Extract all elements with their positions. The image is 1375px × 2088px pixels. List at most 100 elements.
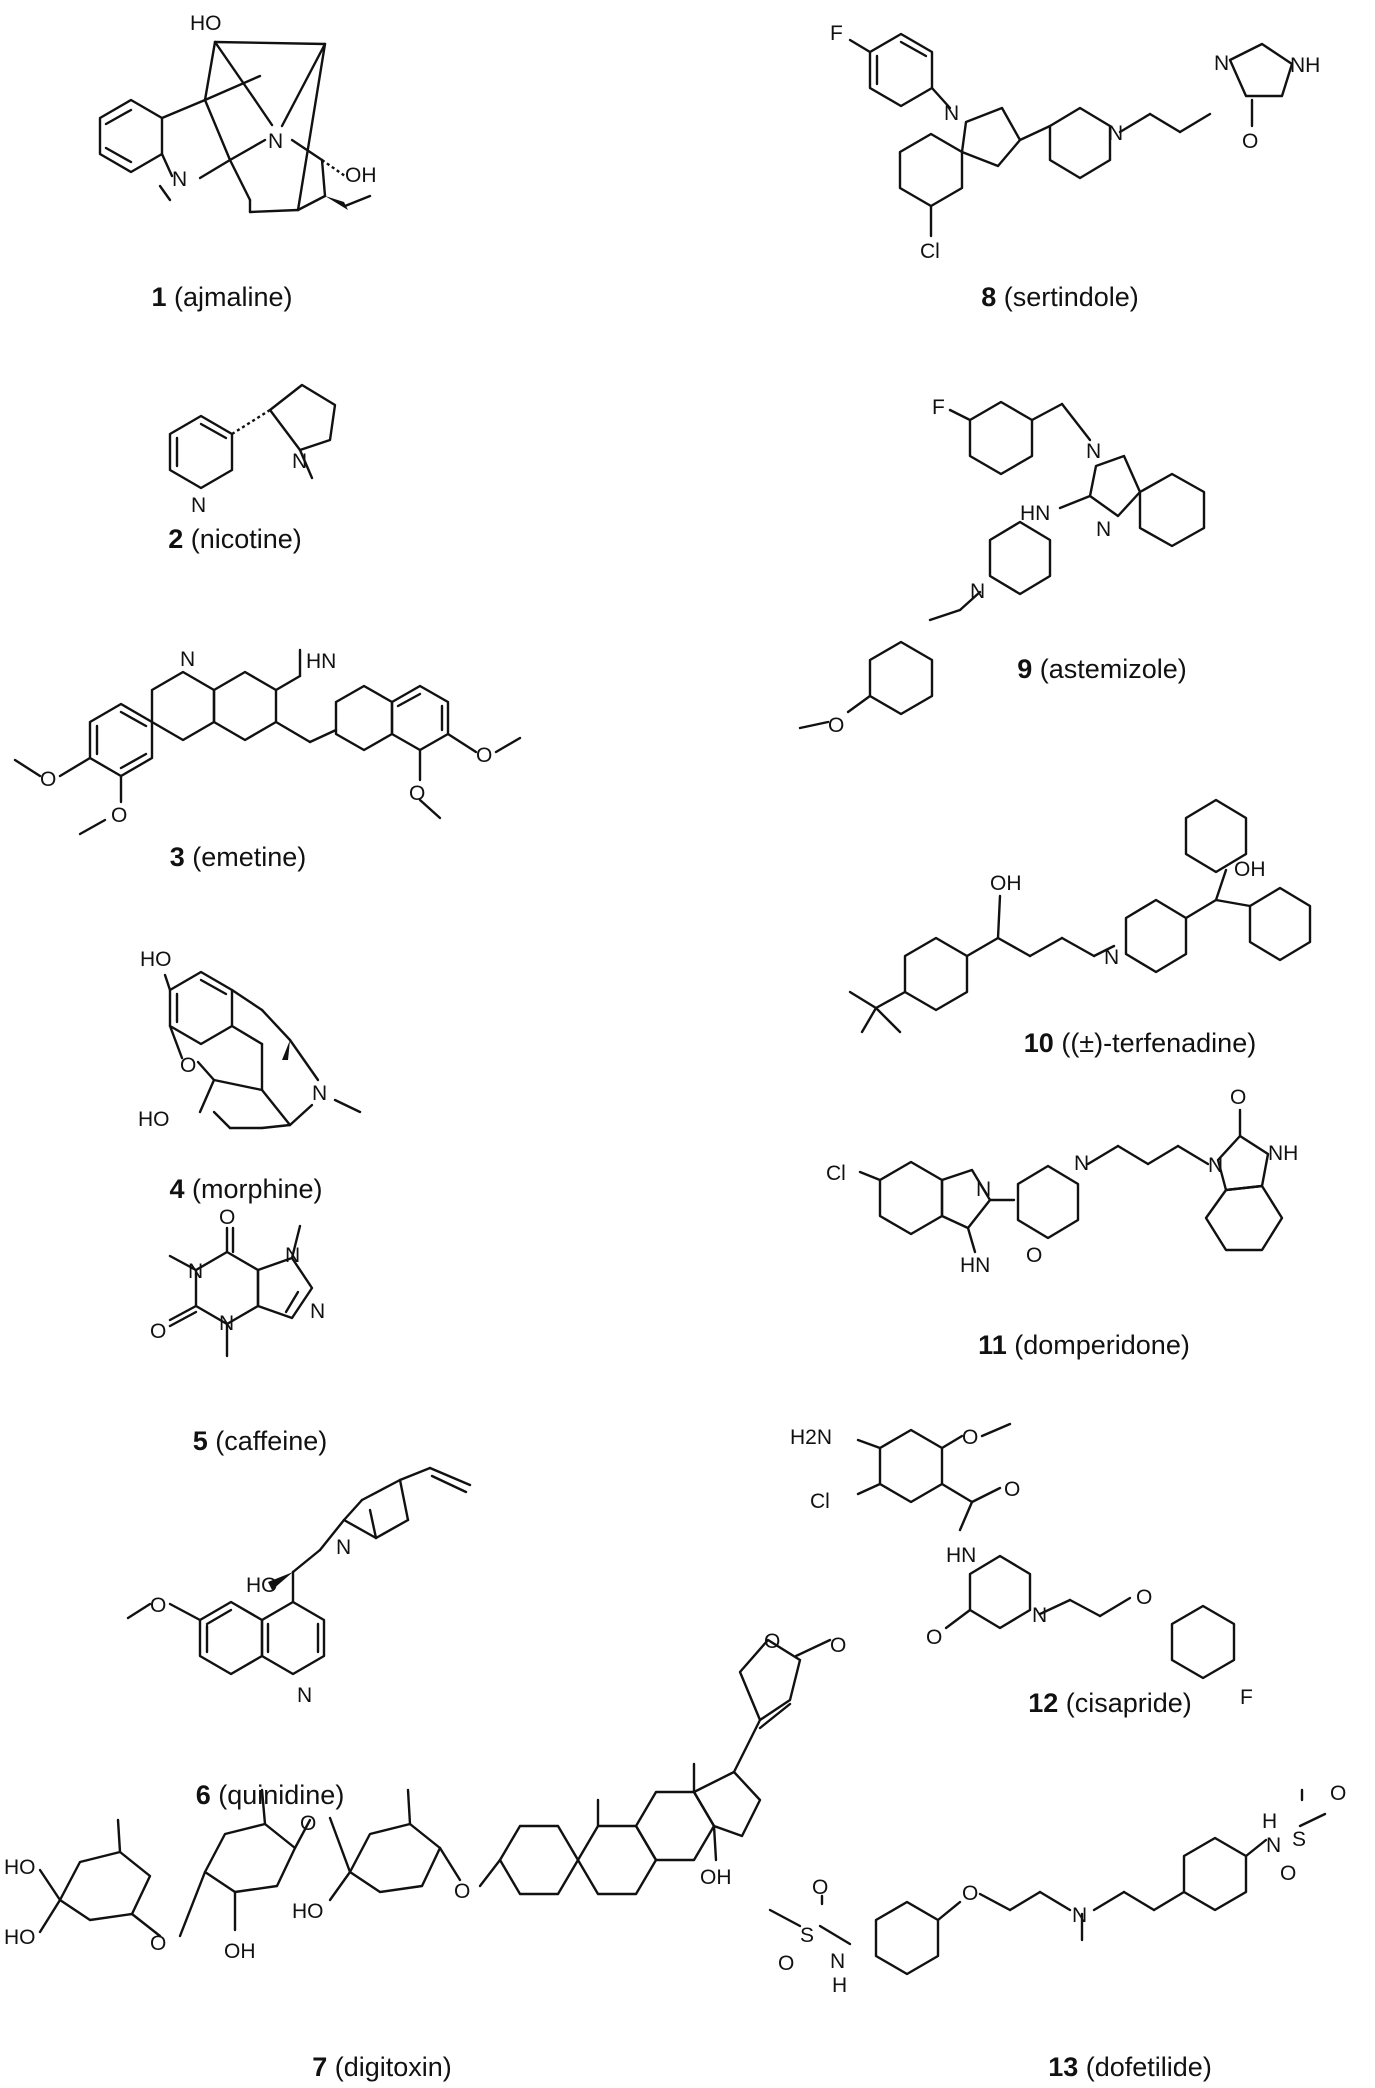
atom-n: N [292,450,307,473]
atom-o: O [300,1812,316,1835]
atom-ho: HO [190,12,222,35]
atom-oh: OH [224,1940,256,1963]
atom-ho: HO [4,1856,36,1879]
atom-f: F [830,22,843,45]
atom-ho: HO [246,1574,278,1597]
atom-o: O [454,1880,470,1903]
atom-n: N [285,1244,300,1267]
atom-n: N [172,168,187,191]
caption-terfenadine: 10 ((±)-terfenadine) [1024,1028,1256,1058]
atom-o: O [778,1952,794,1975]
atom-ho: HO [138,1108,170,1131]
atom-n: N [336,1536,351,1559]
atom-oh: OH [700,1866,732,1889]
atom-o: O [219,1206,235,1229]
atom-hn: HN [1020,502,1050,525]
structure-emetine: N HN O O O O [13,648,522,836]
caption-emetine: 3 (emetine) [170,842,307,872]
atom-o: O [830,1634,846,1657]
atom-o: O [764,1630,780,1653]
atom-cl: Cl [810,1490,830,1513]
atom-n: N [268,130,283,153]
atom-n: N [297,1684,312,1707]
atom-oh: OH [1234,858,1266,881]
atom-cl: Cl [920,240,940,263]
atom-s: S [1292,1828,1306,1851]
atom-o: O [1230,1086,1246,1109]
atom-o: O [1242,130,1258,153]
atom-oh: OH [345,164,377,187]
caption-cisapride: 12 (cisapride) [1028,1688,1192,1718]
atom-o: O [476,744,492,767]
structure-sertindole: F N Cl N N NH O [830,22,1320,263]
atom-n: N [1032,1604,1047,1627]
atom-n: N [970,580,985,603]
caption-domperidone: 11 (domperidone) [978,1330,1190,1360]
atom-hn: HN [306,650,336,673]
atom-f: F [932,396,945,419]
structure-caffeine: O N N O N N [150,1206,325,1358]
atom-h: H [832,1974,847,1997]
structure-cisapride: H2N O Cl O HN O N O F [790,1422,1253,1709]
caption-caffeine: 5 (caffeine) [193,1426,328,1456]
atom-o: O [40,768,56,791]
atom-n: N [219,1312,234,1335]
atom-o: O [1004,1478,1020,1501]
atom-n: N [944,102,959,125]
caption-ajmaline: 1 (ajmaline) [151,282,292,312]
structure-digitoxin: HO HO O OH O HO O OH O O [4,1630,846,1963]
caption-morphine: 4 (morphine) [169,1174,322,1204]
atom-o: O [828,714,844,737]
atom-o: O [1280,1862,1296,1885]
atom-hn: HN [946,1544,976,1567]
structure-astemizole: F N HN N N O [798,396,1206,737]
atom-n: N [1086,440,1101,463]
atom-n: N [191,494,206,517]
atom-o: O [150,1932,166,1955]
atom-o: O [812,1876,828,1899]
atom-n: N [830,1950,845,1973]
atom-o: O [926,1626,942,1649]
atom-n: N [1096,518,1111,541]
atom-o: O [180,1054,196,1077]
caption-nicotine: 2 (nicotine) [168,524,302,554]
atom-n: N [312,1082,327,1105]
structure-quinidine: N HO O N [126,1466,472,1707]
atom-n: N [1072,1904,1087,1927]
atom-s: S [800,1924,814,1947]
atom-o: O [409,782,425,805]
atom-n: N [1104,946,1119,969]
atom-o: O [150,1320,166,1343]
structure-terfenadine: OH N OH [848,798,1312,1034]
atom-ho: HO [292,1900,324,1923]
atom-o: O [1136,1586,1152,1609]
caption-sertindole: 8 (sertindole) [981,282,1139,312]
structure-dofetilide: S O O N H O N H N S O O [768,1782,1346,1997]
atom-h2n: H2N [790,1426,832,1449]
atom-n: N [1214,52,1229,75]
atom-o: O [111,804,127,827]
atom-n: N [310,1300,325,1323]
atom-o: O [962,1426,978,1449]
atom-cl: Cl [826,1162,846,1185]
structure-ajmaline: HO N N OH [98,12,377,214]
atom-h: H [1262,1810,1277,1833]
atom-nh: NH [1268,1142,1298,1165]
atom-n: N [180,648,195,671]
structure-morphine: HO O N HO [138,948,362,1131]
atom-hn: HN [960,1254,990,1277]
atom-n: N [1266,1834,1281,1857]
structure-nicotine: N N [168,383,337,517]
atom-nh: NH [1290,54,1320,77]
atom-f: F [1240,1686,1253,1709]
atom-n: N [1108,122,1123,145]
caption-digitoxin: 7 (digitoxin) [312,2052,452,2082]
atom-n: N [1074,1152,1089,1175]
atom-ho: HO [140,948,172,971]
atom-n: N [976,1178,991,1201]
atom-o: O [1330,1782,1346,1805]
atom-n: N [188,1260,203,1283]
atom-o: O [1026,1244,1042,1267]
atom-oh: OH [990,872,1022,895]
